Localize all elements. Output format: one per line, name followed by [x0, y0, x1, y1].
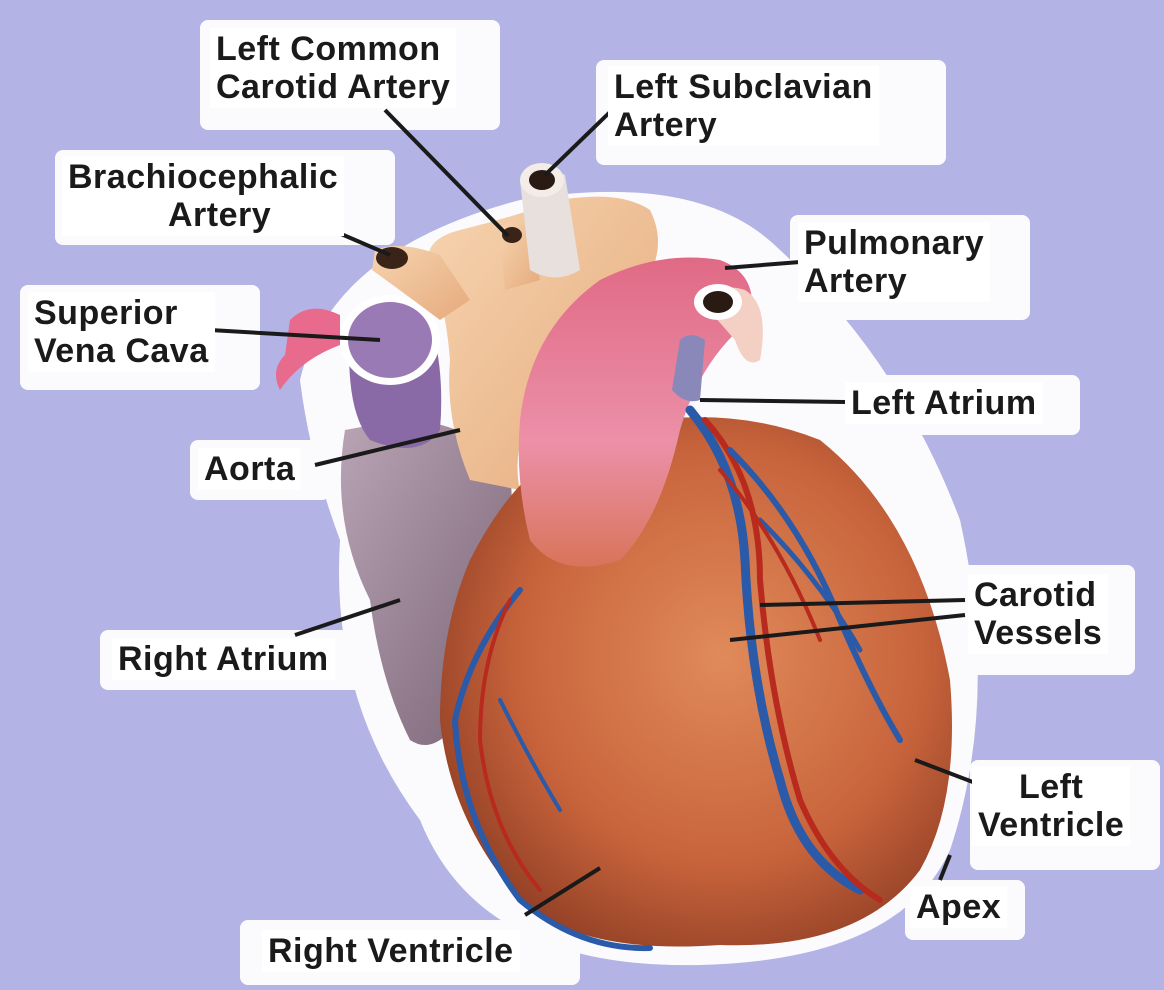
- label-left-atrium: Left Atrium: [845, 382, 1043, 424]
- label-left-common-carotid-artery: Left Common Carotid Artery: [210, 28, 456, 108]
- label-apex: Apex: [910, 886, 1007, 928]
- label-pulmonary-artery: Pulmonary Artery: [798, 222, 990, 302]
- label-left-subclavian-artery: Left Subclavian Artery: [608, 66, 879, 146]
- label-left-ventricle: Left Ventricle: [972, 766, 1130, 846]
- label-right-atrium: Right Atrium: [112, 638, 335, 680]
- label-superior-vena-cava: Superior Vena Cava: [28, 292, 215, 372]
- label-right-ventricle: Right Ventricle: [262, 930, 520, 972]
- label-carotid-vessels: Carotid Vessels: [968, 574, 1108, 654]
- label-aorta: Aorta: [198, 448, 301, 490]
- label-brachiocephalic-artery: Brachiocephalic Artery: [62, 156, 344, 236]
